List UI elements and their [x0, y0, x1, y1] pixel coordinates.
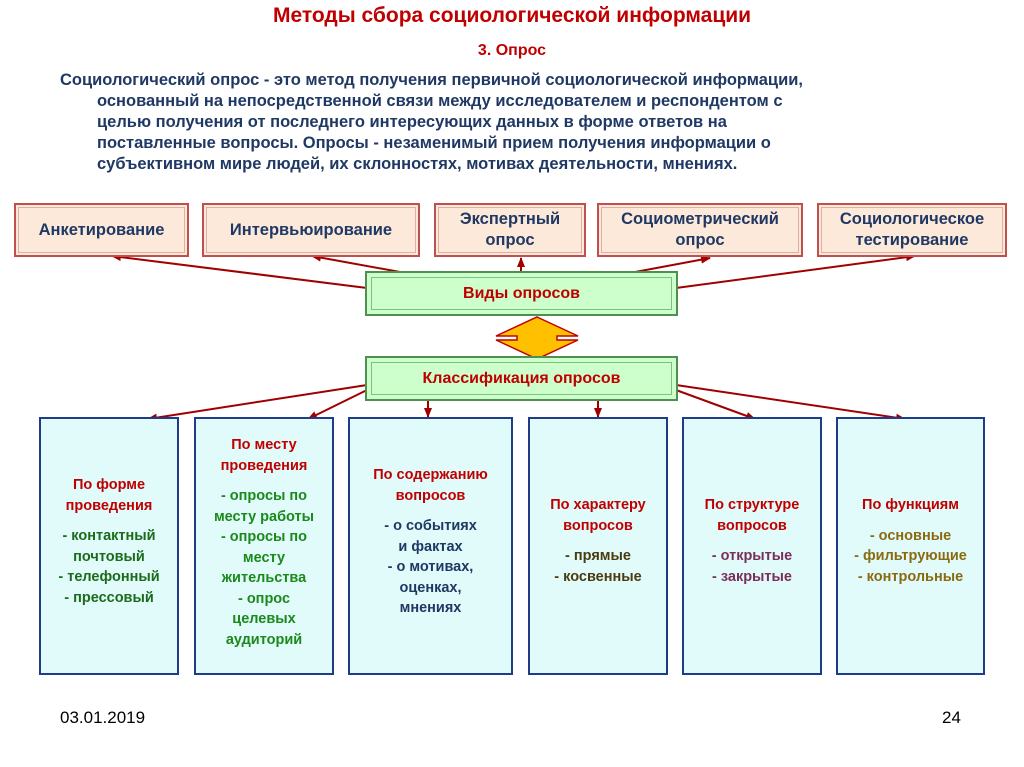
hub-classification: Классификация опросов [365, 356, 678, 401]
class-item: месту работы [213, 508, 315, 525]
class-heading: вопросов [563, 517, 633, 534]
class-item: целевых [232, 611, 296, 627]
class-heading: По характеру [550, 497, 646, 513]
class-item: оценках, [399, 579, 462, 596]
class-item: аудиторий [225, 631, 303, 648]
class-box-struktura: По структуре вопросов - открытые - закры… [682, 417, 822, 675]
class-heading: проведения [220, 457, 308, 474]
type-box-ekspertny: Экспертный опрос [434, 203, 586, 257]
class-heading: По форме [72, 477, 146, 493]
class-item: - контрольные [857, 568, 964, 585]
type-label: опрос [675, 231, 725, 249]
hub-label: Классификация опросов [422, 369, 621, 387]
class-item: - прямые [565, 548, 631, 564]
class-item: - открытые [711, 548, 793, 564]
arrow-to-class-6 [675, 384, 906, 422]
definition-line: поставленные вопросы. Опросы - незаменим… [97, 134, 771, 152]
definition-text: Социологический опрос - это метод получе… [60, 70, 980, 175]
class-heading: По функциям [862, 497, 959, 513]
definition-line: целью получения от последнего интересующ… [97, 113, 727, 131]
footer-date: 03.01.2019 [60, 708, 146, 727]
type-box-sociometric: Социометрический опрос [597, 203, 803, 257]
section-subtitle: 3. Опрос [477, 42, 547, 59]
class-box-mesto: По месту проведения - опросы по месту ра… [194, 417, 334, 675]
class-item: - о событиях [384, 518, 477, 534]
arrow-to-testirovanie [675, 253, 916, 289]
type-label: Социометрический [621, 210, 779, 228]
arrow-to-sociometric [634, 255, 711, 273]
class-heading: По структуре [704, 497, 800, 513]
page-title: Методы сбора социологической информации [272, 4, 752, 27]
class-item: - опросы по [220, 529, 308, 545]
hub-label: Виды опросов [463, 284, 580, 302]
class-item: - фильтрующие [854, 548, 967, 564]
class-item: жительства [221, 570, 307, 586]
type-label: Анкетирование [38, 220, 165, 239]
double-arrow-icon [495, 316, 579, 360]
class-item: и фактах [398, 538, 463, 555]
class-heading: вопросов [395, 487, 466, 504]
class-heading: проведения [65, 497, 153, 514]
class-item: - телефонный [58, 569, 160, 585]
hub-types: Виды опросов [365, 271, 678, 316]
class-heading: По месту [231, 437, 297, 453]
page-number: 24 [942, 708, 961, 727]
arrow-to-class-2 [307, 389, 368, 420]
type-label: Социологическое [839, 210, 985, 228]
type-label: Экспертный [459, 210, 561, 228]
class-item: мнениях [399, 600, 462, 616]
class-heading: вопросов [717, 517, 787, 534]
arrow-to-intervyu [311, 253, 401, 273]
type-label: опрос [485, 231, 535, 249]
definition-line: основанный на непосредственной связи меж… [97, 92, 783, 110]
arrow-to-class-5 [675, 389, 756, 420]
class-box-forma: По форме проведения - контактный почтовы… [39, 417, 179, 675]
class-item: - опросы по [220, 488, 308, 504]
class-item: - основные [869, 527, 952, 544]
type-label: тестирование [855, 231, 969, 249]
class-item: - опрос [237, 590, 291, 607]
class-item: почтовый [73, 548, 145, 565]
class-item: - о мотивах, [387, 559, 474, 575]
definition-line: субъективном мире людей, их склонностях,… [97, 155, 738, 173]
class-item: - закрытые [712, 568, 792, 585]
type-box-testirovanie: Социологическое тестирование [817, 203, 1007, 257]
type-box-intervyu: Интервьюирование [202, 203, 420, 257]
class-box-soderzhanie: По содержанию вопросов - о событиях и фа… [348, 417, 513, 675]
arrow-to-class-1 [147, 384, 368, 422]
class-item: - прессовый [64, 589, 154, 606]
type-label: Интервьюирование [229, 220, 393, 239]
definition-line: Социологический опрос - это метод получе… [60, 71, 803, 89]
type-box-ankentirovanie: Анкетирование [14, 203, 189, 257]
class-item: - контактный [62, 528, 156, 544]
class-box-funkcii: По функциям - основные - фильтрующие - к… [836, 417, 985, 675]
class-item: - косвенные [554, 568, 642, 585]
arrow-to-ankentirovanie [111, 253, 368, 289]
class-heading: По содержанию [373, 467, 488, 483]
class-box-harakter: По характеру вопросов - прямые - косвенн… [528, 417, 668, 675]
class-item: месту [242, 549, 286, 566]
